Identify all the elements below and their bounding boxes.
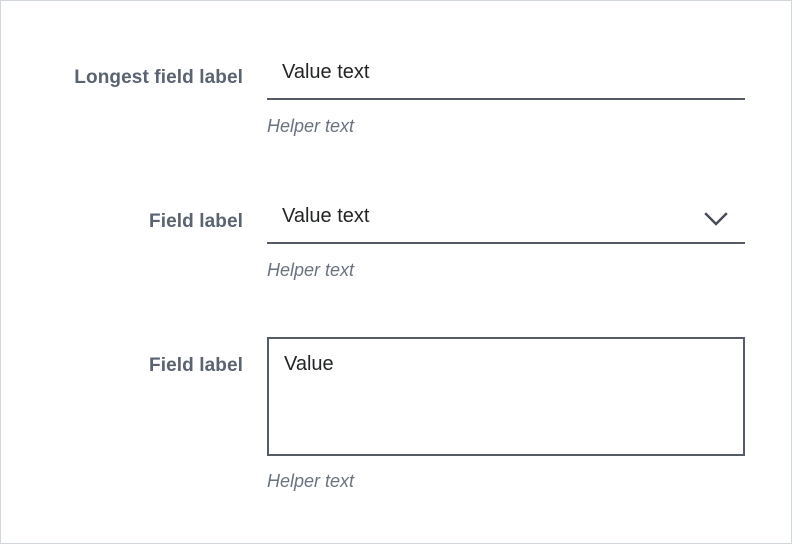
textarea-input-value: Value [284, 353, 334, 375]
field-label-select: Field label [148, 211, 243, 232]
chevron-down-icon[interactable] [703, 210, 729, 228]
select-input-value: Value text [282, 205, 370, 227]
helper-text-1: Helper text [267, 116, 355, 136]
select-input[interactable]: Value text [267, 202, 745, 244]
field-control-select: Value text Helper text [267, 202, 745, 282]
text-input-value: Value text [282, 61, 370, 83]
field-control-text: Value text Helper text [267, 58, 745, 138]
field-label-textarea: Field label [148, 355, 243, 376]
text-input[interactable]: Value text [267, 58, 745, 100]
helper-text-2: Helper text [267, 260, 355, 280]
textarea-input[interactable]: Value [267, 337, 745, 456]
field-control-textarea: Value Helper text [267, 337, 745, 493]
helper-text-3: Helper text [267, 471, 355, 491]
field-label-longest: Longest field label [74, 67, 243, 88]
